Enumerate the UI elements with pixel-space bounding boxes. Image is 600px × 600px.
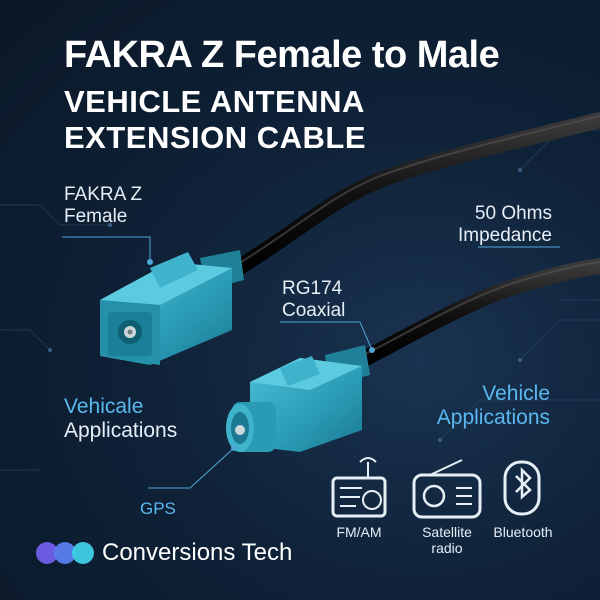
coaxial-label-line-2: Coaxial xyxy=(282,300,346,321)
bluetooth-label: Bluetooth xyxy=(493,524,553,540)
impedance-label-line-1: 50 Ohms xyxy=(474,203,552,224)
vehicle-applications-left: Vehicale Applications xyxy=(64,395,177,443)
vehicle-right-line-2: Applications xyxy=(436,406,550,429)
coaxial-label: RG174 Coaxial xyxy=(282,278,345,322)
satellite-radio-label-line-1: Satellite xyxy=(422,524,472,540)
vehicle-right-line-1: Vehicle xyxy=(482,382,550,405)
lower-cable xyxy=(354,258,600,368)
satellite-radio-icon xyxy=(412,459,482,519)
title-line-1: FAKRA Z Female to Male xyxy=(64,34,500,76)
circuit-dots xyxy=(48,168,522,442)
vehicle-left-line-1: Vehicale xyxy=(64,395,144,418)
gps-label: GPS xyxy=(140,499,176,518)
title-line-3: EXTENSION CABLE xyxy=(64,120,367,155)
fm-am-icon xyxy=(331,457,387,518)
satellite-radio-label-line-2: radio xyxy=(431,540,463,556)
vehicle-left-line-2: Applications xyxy=(64,419,178,442)
vehicle-applications-right: Vehicle Applications xyxy=(437,382,550,430)
fakra-label: FAKRA Z Female xyxy=(64,184,142,228)
fakra-male-connector xyxy=(226,345,370,452)
satellite-radio-label: Satellite radio xyxy=(410,524,484,556)
brand-logo-dot-3 xyxy=(72,542,94,564)
brand-logo-dot-1 xyxy=(36,542,58,564)
fakra-female-connector xyxy=(100,250,244,365)
upper-cable xyxy=(230,112,600,276)
fakra-label-line-2: Female xyxy=(64,206,128,227)
leader-lines xyxy=(62,236,560,489)
bluetooth-icon xyxy=(503,460,541,516)
fm-am-label: FM/AM xyxy=(336,524,382,540)
title-line-2: VEHICLE ANTENNA xyxy=(64,84,365,119)
impedance-label-line-2: Impedance xyxy=(457,225,552,246)
impedance-label: 50 Ohms Impedance xyxy=(458,203,552,247)
fakra-label-line-1: FAKRA Z xyxy=(64,184,143,205)
brand-logo-dot-2 xyxy=(54,542,76,564)
coaxial-label-line-1: RG174 xyxy=(282,278,343,299)
brand-name: Conversions Tech xyxy=(102,539,293,566)
